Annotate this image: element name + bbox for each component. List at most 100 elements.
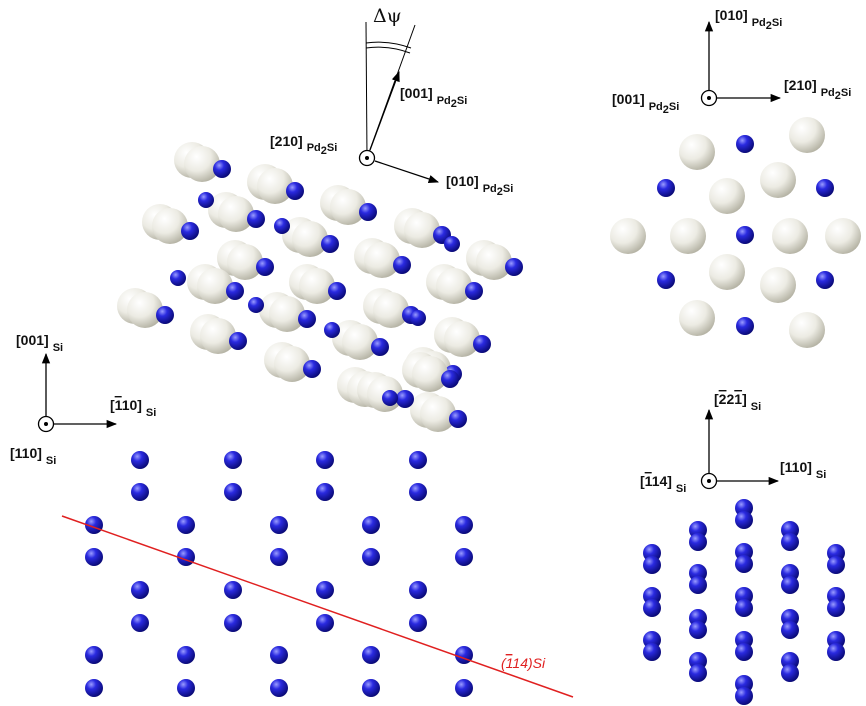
si-atom: [303, 360, 321, 378]
pd-atom: [789, 312, 825, 348]
pd-atom: [197, 268, 233, 304]
si-atom: [226, 282, 244, 300]
pd-atom: [772, 218, 808, 254]
delta-psi-label: Δψ: [373, 5, 402, 27]
pd2si-side-axes: Δψ: [358, 5, 439, 183]
pd2si-side-210-label: [210]Pd2Si: [270, 133, 337, 157]
pd-atom: [709, 178, 745, 214]
si-atom: [324, 322, 340, 338]
si-atom: [270, 516, 288, 534]
si-atom: [455, 548, 473, 566]
pd-atom: [152, 208, 188, 244]
si-atom: [316, 581, 334, 599]
pd-atom: [269, 296, 305, 332]
plane-114-line: [61, 515, 574, 698]
si-atom: [382, 390, 398, 406]
si-atom: [465, 282, 483, 300]
pd-atom: [218, 196, 254, 232]
si-atom: [827, 643, 845, 661]
si-atom: [362, 516, 380, 534]
si-atom: [657, 179, 675, 197]
si-atom: [328, 282, 346, 300]
si-side-110-label: [110]Si: [10, 445, 56, 467]
si-side-axes: [37, 352, 118, 433]
pd-atom: [404, 212, 440, 248]
si-atom: [643, 599, 661, 617]
plane-114-label: (114)Si: [501, 655, 546, 671]
pd-atom: [373, 292, 409, 328]
si-atom: [393, 256, 411, 274]
si-atom: [224, 614, 242, 632]
si-atom: [643, 556, 661, 574]
si-atom: [224, 581, 242, 599]
si-atom: [781, 664, 799, 682]
pd-atom: [184, 146, 220, 182]
si-atom: [409, 614, 427, 632]
pd-atom: [436, 268, 472, 304]
pd-atom: [274, 346, 310, 382]
pd2si-top-010-label: [010]Pd2Si: [715, 7, 782, 32]
pd-atom: [610, 218, 646, 254]
si-atom: [198, 192, 214, 208]
pd-atom: [825, 218, 861, 254]
si-atom: [362, 646, 380, 664]
si-atom: [689, 664, 707, 682]
pd-atom: [789, 117, 825, 153]
pd-atom: [364, 242, 400, 278]
pd-atom: [330, 189, 366, 225]
pd-atom: [444, 321, 480, 357]
si-atom: [270, 548, 288, 566]
si-atom: [643, 643, 661, 661]
si-atom: [441, 370, 459, 388]
si-atom: [735, 555, 753, 573]
si-atom: [409, 451, 427, 469]
si-atom: [827, 599, 845, 617]
pd-atom: [292, 221, 328, 257]
si-right-221-label: [221]Si: [714, 391, 761, 413]
si-atom: [473, 335, 491, 353]
si-atom: [409, 581, 427, 599]
si-atom: [177, 516, 195, 534]
si-side-001-label: [001]Si: [16, 332, 63, 354]
si-atom: [657, 271, 675, 289]
si-atom: [321, 235, 339, 253]
si-atom: [505, 258, 523, 276]
si-atom: [85, 548, 103, 566]
si-atom: [736, 135, 754, 153]
si-side-110bar-label: [110]Si: [110, 397, 156, 419]
si-atom: [410, 310, 426, 326]
si-atom: [213, 160, 231, 178]
si-atom: [85, 646, 103, 664]
pd-atom: [200, 318, 236, 354]
pd2si-top-210-label: [210]Pd2Si: [784, 77, 851, 102]
si-atom: [131, 451, 149, 469]
si-atom: [156, 306, 174, 324]
pd-atom: [342, 324, 378, 360]
si-right-110-label: [110]Si: [780, 459, 826, 481]
si-atom: [689, 576, 707, 594]
si-atom: [449, 410, 467, 428]
si-atom: [224, 451, 242, 469]
pd-atom: [760, 162, 796, 198]
pd-atom: [227, 244, 263, 280]
si-right-view-atoms: [643, 499, 845, 705]
pd-atom: [670, 218, 706, 254]
si-atom: [131, 581, 149, 599]
si-right-114-label: [114]Si: [640, 473, 686, 495]
si-atom: [371, 338, 389, 356]
si-atom: [396, 390, 414, 408]
si-atom: [827, 556, 845, 574]
si-atom: [736, 317, 754, 335]
si-atom: [224, 483, 242, 501]
si-atom: [131, 483, 149, 501]
si-atom: [248, 297, 264, 313]
si-atom: [736, 226, 754, 244]
si-atom: [177, 679, 195, 697]
pd2si-top-axes: [700, 20, 782, 107]
si-atom: [689, 621, 707, 639]
pd2si-side-010-label: [010]Pd2Si: [446, 173, 513, 198]
pd-atom: [412, 356, 448, 392]
si-atom: [316, 483, 334, 501]
si-atom: [781, 576, 799, 594]
